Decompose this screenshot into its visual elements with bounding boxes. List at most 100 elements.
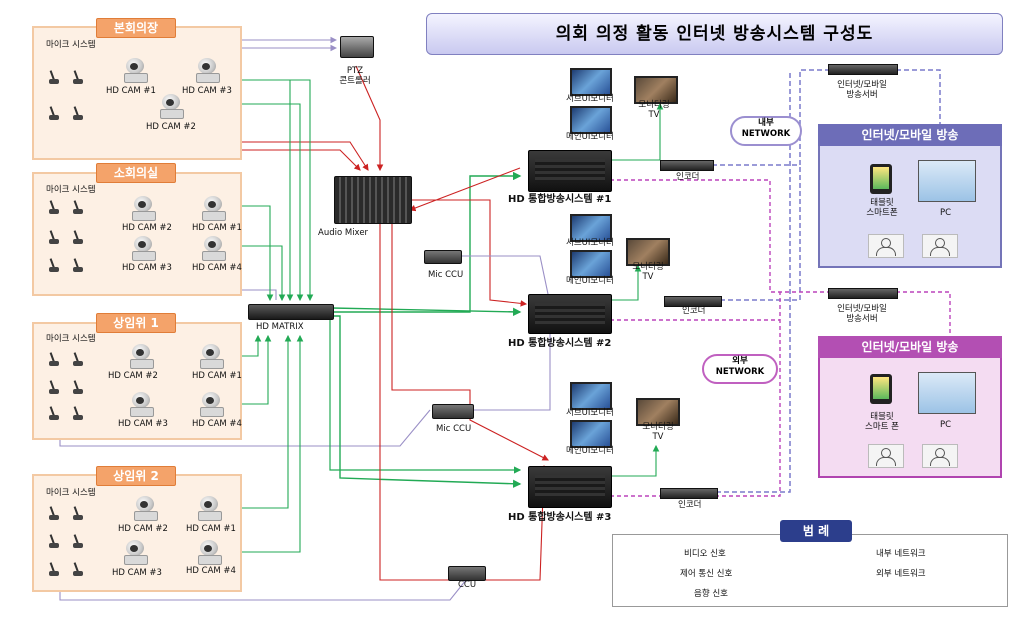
mic-icon — [72, 352, 84, 366]
video-line — [224, 245, 286, 302]
user-icon — [922, 444, 958, 468]
camera-label: HD CAM #1 — [192, 371, 242, 381]
mic-icon — [48, 562, 60, 576]
pc-icon — [918, 372, 976, 414]
sub-monitor-label: 서브UI모니터 — [566, 94, 614, 104]
mic-system-label: 마이크 시스템 — [46, 185, 96, 195]
streaming-server-icon — [828, 64, 898, 75]
ptz-controller-label: PTZ 콘트롤러 — [339, 66, 371, 86]
main-monitor-label: 메인UI모니터 — [566, 276, 614, 286]
mic-icon — [48, 380, 60, 394]
user-icon — [868, 234, 904, 258]
legend-internal-net-label: 내부 네트워크 — [876, 549, 926, 559]
mic-icon — [72, 200, 84, 214]
video-line — [332, 315, 522, 488]
encoder-icon — [664, 296, 722, 307]
hd-camera-icon — [200, 344, 224, 369]
user-icon — [922, 234, 958, 258]
main-ui-monitor-icon — [570, 250, 612, 278]
tablet-label: 태블릿 스마트 폰 — [865, 412, 899, 432]
video-line — [331, 307, 522, 317]
room-plenary — [32, 26, 242, 160]
mic-icon — [48, 230, 60, 244]
audio-line — [410, 199, 528, 307]
room-committee-1 — [32, 322, 242, 440]
hd-camera-icon — [130, 392, 154, 417]
mic-icon — [72, 106, 84, 120]
main-ui-monitor-icon — [570, 420, 612, 448]
hd-camera-icon — [196, 58, 220, 83]
legend-control-label: 제어 통신 신호 — [680, 569, 733, 579]
encoder-label: 인코더 — [678, 500, 702, 510]
room-title-small: 소회의실 — [96, 163, 176, 183]
legend-audio-label: 음향 신호 — [694, 589, 728, 599]
pc-label: PC — [940, 208, 952, 218]
control-line — [460, 255, 549, 295]
audio-mixer-label: Audio Mixer — [318, 228, 369, 238]
video-line — [222, 79, 314, 302]
tablet-icon — [870, 374, 892, 404]
hd-camera-icon — [132, 236, 156, 261]
tablet-label: 태블릿 스마트폰 — [866, 198, 898, 218]
audio-line — [391, 222, 549, 461]
camera-label: HD CAM #1 — [186, 524, 236, 534]
hd-camera-icon — [124, 58, 148, 83]
mic-icon — [72, 562, 84, 576]
mic-icon — [48, 406, 60, 420]
mic-system-label: 마이크 시스템 — [46, 334, 96, 344]
external-network-cloud: 외부 NETWORK — [702, 354, 778, 384]
camera-label: HD CAM #3 — [182, 86, 232, 96]
room-title-committee-1: 상임위 1 — [96, 313, 176, 333]
audio-line — [408, 167, 521, 212]
broadcast-server-icon — [528, 150, 612, 192]
internal-network-line — [720, 165, 801, 301]
main-monitor-label: 메인UI모니터 — [566, 132, 614, 142]
sub-ui-monitor-icon — [570, 68, 612, 96]
external-network-line — [896, 291, 951, 336]
monitoring-tv-icon — [634, 76, 678, 104]
video-line — [220, 334, 292, 509]
mic-icon — [72, 380, 84, 394]
hd-matrix-icon — [248, 304, 334, 320]
room-title-plenary: 본회의장 — [96, 18, 176, 38]
mic-icon — [72, 534, 84, 548]
page-title: 의회 의정 활동 인터넷 방송시스템 구성도 — [426, 13, 1003, 55]
camera-label: HD CAM #2 — [122, 223, 172, 233]
mic-icon — [48, 70, 60, 84]
camera-label: HD CAM #4 — [192, 419, 242, 429]
mic-icon — [48, 106, 60, 120]
control-line — [472, 332, 551, 411]
hd-camera-icon — [200, 392, 224, 417]
ptz-controller-icon — [340, 36, 374, 58]
streaming-server-label: 인터넷/모바일 방송서버 — [837, 304, 887, 324]
camera-label: HD CAM #2 — [146, 122, 196, 132]
broadcast-server-icon — [528, 466, 612, 508]
video-line — [220, 334, 304, 553]
broadcast-system-label: HD 통합방송시스템 #1 — [508, 194, 612, 205]
audio-line — [355, 65, 384, 172]
hd-camera-icon — [202, 196, 226, 221]
legend-external-net-label: 외부 네트워크 — [876, 569, 926, 579]
mic-ccu-icon — [424, 250, 462, 264]
ccu-label: CCU — [458, 580, 477, 590]
video-line — [610, 264, 642, 301]
hd-matrix-label: HD MATRIX — [256, 322, 304, 332]
mic-icon — [48, 200, 60, 214]
encoder-icon — [660, 160, 714, 171]
sub-ui-monitor-icon — [570, 214, 612, 242]
mic-icon — [72, 70, 84, 84]
monitoring-tv-icon — [626, 238, 670, 266]
mic-ccu-label: Mic CCU — [436, 424, 472, 434]
internal-network-line — [716, 70, 791, 493]
encoder-label: 인코더 — [682, 306, 706, 316]
internal-network-cloud: 내부 NETWORK — [730, 116, 802, 146]
mic-icon — [48, 352, 60, 366]
camera-label: HD CAM #3 — [118, 419, 168, 429]
sub-ui-monitor-icon — [570, 382, 612, 410]
internet-service-title: 인터넷/모바일 방송 — [818, 124, 1002, 146]
camera-label: HD CAM #1 — [192, 223, 242, 233]
tablet-icon — [870, 164, 892, 194]
hd-camera-icon — [130, 344, 154, 369]
sub-monitor-label: 서브UI모니터 — [566, 408, 614, 418]
